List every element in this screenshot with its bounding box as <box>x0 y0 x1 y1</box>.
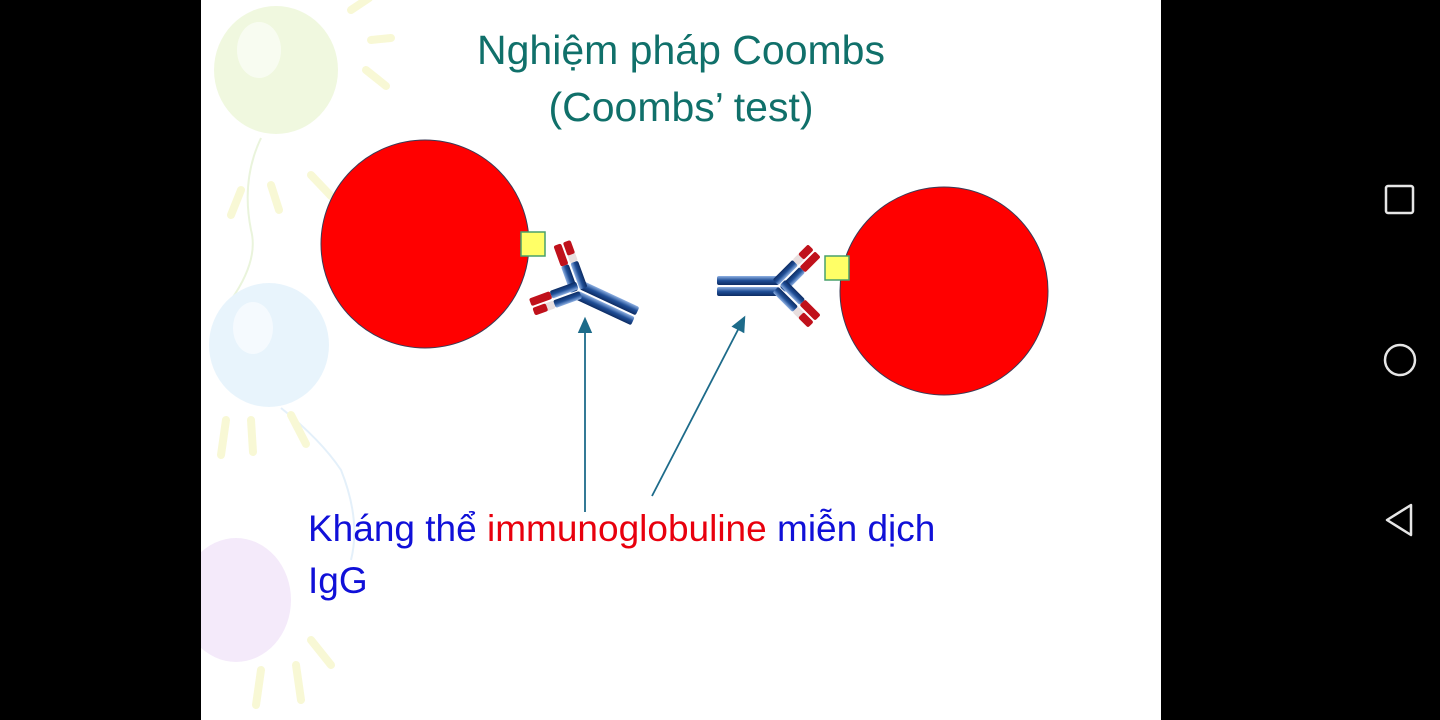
slide-title-line1: Nghiệm pháp Coombs <box>477 27 885 73</box>
recents-button[interactable] <box>1379 179 1421 221</box>
android-navigation-bar <box>1161 0 1440 720</box>
presentation-slide: Nghiệm pháp Coombs (Coombs’ test) Kháng … <box>201 0 1161 720</box>
arrow-to-antibody-right <box>651 315 746 497</box>
red-blood-cell-right <box>839 186 1049 396</box>
antigen-square-right <box>824 255 850 281</box>
back-button[interactable] <box>1379 499 1421 541</box>
home-circle-icon <box>1383 343 1417 377</box>
caption-part1: Kháng thể <box>308 508 487 549</box>
antibody-right <box>717 244 821 328</box>
back-triangle-icon <box>1385 503 1413 537</box>
caption-part2: immunoglobuline <box>486 508 767 549</box>
caption-part3: miễn dịch <box>766 508 936 549</box>
home-button[interactable] <box>1379 339 1421 381</box>
caption-line2: IgG <box>308 560 368 601</box>
red-blood-cell-left <box>320 139 530 349</box>
recents-square-icon <box>1384 184 1415 215</box>
slide-title-line2: (Coombs’ test) <box>548 84 814 130</box>
antigen-square-left <box>520 231 546 257</box>
background-balloons-decoration <box>201 0 395 709</box>
slide-title: Nghiệm pháp Coombs (Coombs’ test) <box>381 22 981 136</box>
slide-illustration <box>201 0 1049 709</box>
